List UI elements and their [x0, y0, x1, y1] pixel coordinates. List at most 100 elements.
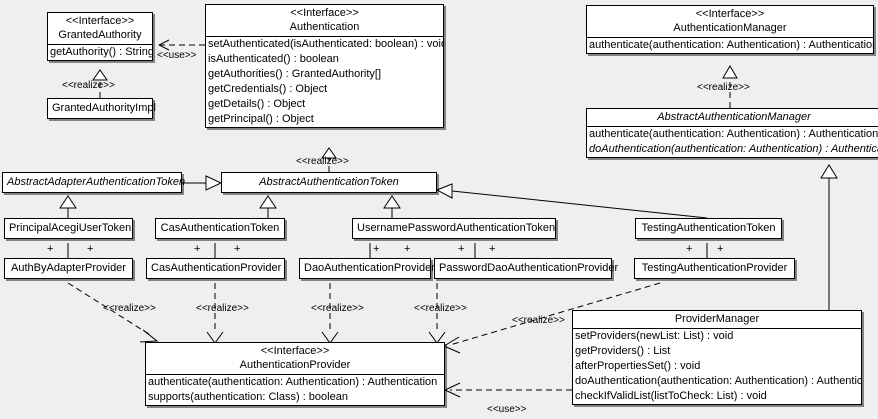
- class-abstract-adapter-authentication-token[interactable]: AbstractAdapterAuthenticationToken: [2, 172, 186, 193]
- class-granted-authority-impl[interactable]: GrantedAuthorityImpl: [47, 98, 156, 119]
- operation: getPrincipal() : Object: [208, 113, 314, 125]
- stereotype-label: <<Interface>>: [65, 15, 135, 27]
- association-multiplicity: +: [458, 243, 465, 255]
- operation: isAuthenticated() : boolean: [208, 53, 339, 65]
- class-header: AuthByAdapterProvider: [5, 259, 132, 278]
- class-header: TestingAuthenticationProvider: [635, 259, 794, 278]
- edge-generalization-casauthenticationtoken: [259, 195, 277, 218]
- association-multiplicity: +: [686, 243, 693, 255]
- class-header: <<Interface>> AuthenticationProvider: [146, 343, 444, 374]
- class-name: AbstractAuthenticationManager: [657, 111, 811, 123]
- class-header: <<Interface>> Authentication: [206, 5, 443, 36]
- operation: afterPropertiesSet() : void: [575, 360, 701, 372]
- edge-generalization-testingauthenticationtoken: [435, 183, 708, 219]
- stereotype-label: <<Interface>>: [695, 8, 765, 20]
- edge-label-realize-authbyadapterprovider: <<realize>>: [103, 303, 156, 314]
- class-dao-authentication-provider[interactable]: DaoAuthenticationProvider: [299, 258, 435, 279]
- class-name: AbstractAuthenticationToken: [259, 176, 399, 188]
- association-multiplicity: +: [47, 243, 54, 255]
- class-header: UsernamePasswordAuthenticationToken: [353, 219, 555, 238]
- operation: doAuthentication(authentication: Authent…: [575, 375, 861, 387]
- class-name: GrantedAuthorityImpl: [52, 102, 156, 114]
- operations-compartment: setAuthenticated(isAuthenticated: boolea…: [206, 37, 443, 127]
- class-header: CasAuthenticationToken: [156, 219, 284, 238]
- class-name: AuthByAdapterProvider: [11, 262, 126, 274]
- class-header: <<Interface>> GrantedAuthority: [48, 13, 152, 44]
- class-header: GrantedAuthorityImpl: [48, 99, 156, 118]
- class-principal-acegi-user-token[interactable]: PrincipalAcegiUserToken: [4, 218, 133, 239]
- class-header: CasAuthenticationProvider: [147, 259, 284, 278]
- class-header: PrincipalAcegiUserToken: [5, 219, 132, 238]
- class-testing-authentication-token[interactable]: TestingAuthenticationToken: [635, 218, 782, 239]
- class-header: AbstractAuthenticationToken: [222, 173, 436, 192]
- class-authentication[interactable]: <<Interface>> Authentication setAuthenti…: [205, 4, 444, 128]
- class-password-dao-authentication-provider[interactable]: PasswordDaoAuthenticationProvider: [434, 258, 618, 279]
- operation: getProviders() : List: [575, 345, 671, 357]
- compartment-divider: [146, 374, 444, 375]
- compartment-divider: [206, 36, 443, 37]
- class-abstract-authentication-token[interactable]: AbstractAuthenticationToken: [221, 172, 437, 193]
- class-header: DaoAuthenticationProvider: [300, 259, 435, 278]
- edge-generalization-providermanager: [820, 164, 838, 310]
- class-name: TestingAuthenticationToken: [641, 222, 776, 234]
- operation: getAuthorities() : GrantedAuthority[]: [208, 68, 382, 80]
- association-multiplicity: +: [717, 243, 724, 255]
- compartment-divider: [573, 328, 861, 329]
- class-header: TestingAuthenticationToken: [636, 219, 781, 238]
- class-granted-authority[interactable]: <<Interface>> GrantedAuthority getAuthor…: [47, 12, 153, 61]
- compartment-divider: [48, 44, 152, 45]
- compartment-divider: [587, 37, 873, 38]
- operation: authenticate(authentication: Authenticat…: [589, 128, 878, 140]
- operations-compartment: getAuthority() : String: [48, 45, 152, 60]
- operation: setAuthenticated(isAuthenticated: boolea…: [208, 38, 443, 50]
- class-header: ProviderManager: [573, 311, 861, 328]
- edge-label-realize-grantedauthorityimpl: <<realize>>: [62, 80, 115, 91]
- class-authentication-manager[interactable]: <<Interface>> AuthenticationManager auth…: [586, 5, 874, 54]
- class-header: <<Interface>> AuthenticationManager: [587, 6, 873, 37]
- association-multiplicity: +: [373, 243, 380, 255]
- class-username-password-authentication-token[interactable]: UsernamePasswordAuthenticationToken: [352, 218, 556, 239]
- operation: getCredentials() : Object: [208, 83, 328, 95]
- class-header: PasswordDaoAuthenticationProvider: [435, 259, 618, 278]
- class-name: GrantedAuthority: [58, 29, 142, 41]
- class-cas-authentication-provider[interactable]: CasAuthenticationProvider: [146, 258, 285, 279]
- class-provider-manager[interactable]: ProviderManager setProviders(newList: Li…: [572, 310, 862, 405]
- class-name: Authentication: [289, 21, 360, 33]
- operation: doAuthentication(authentication: Authent…: [589, 143, 878, 155]
- operations-compartment: setProviders(newList: List) : void getPr…: [573, 329, 861, 404]
- edge-label-realize-casauthenticationprovider: <<realize>>: [196, 303, 249, 314]
- class-name: PrincipalAcegiUserToken: [9, 222, 132, 234]
- operation: getAuthority() : String: [50, 46, 152, 58]
- class-name: AbstractAdapterAuthenticationToken: [7, 176, 186, 188]
- class-abstract-authentication-manager[interactable]: AbstractAuthenticationManager authentica…: [586, 108, 878, 158]
- operations-compartment: authenticate(authentication: Authenticat…: [146, 375, 444, 405]
- class-authentication-provider[interactable]: <<Interface>> AuthenticationProvider aut…: [145, 342, 445, 406]
- operations-compartment: authenticate(authentication: Authenticat…: [587, 38, 873, 53]
- edge-label-realize-passworddaoauthenticationprovider: <<realize>>: [414, 303, 467, 314]
- association-multiplicity: +: [194, 243, 201, 255]
- class-header: AbstractAuthenticationManager: [587, 109, 878, 126]
- association-multiplicity: +: [404, 243, 411, 255]
- stereotype-label: <<Interface>>: [290, 7, 359, 19]
- class-name: DaoAuthenticationProvider: [304, 262, 435, 274]
- edge-label-use-authentication-grantedauthority: <<use>>: [157, 50, 197, 61]
- association-multiplicity: +: [489, 243, 496, 255]
- class-name: ProviderManager: [674, 313, 760, 325]
- class-header: AbstractAdapterAuthenticationToken: [3, 173, 186, 192]
- edge-label-realize-abstractauthenticationmanager: <<realize>>: [697, 82, 750, 93]
- operation: setProviders(newList: List) : void: [575, 330, 734, 342]
- association-multiplicity: +: [87, 243, 94, 255]
- stereotype-label: <<Interface>>: [260, 345, 330, 357]
- class-name: CasAuthenticationProvider: [151, 262, 282, 274]
- class-name: AuthenticationManager: [673, 22, 787, 34]
- edge-generalization-usernamepasswordtoken: [383, 195, 401, 218]
- edge-generalization-abstractadaptertoken: [182, 175, 223, 191]
- class-auth-by-adapter-provider[interactable]: AuthByAdapterProvider: [4, 258, 133, 279]
- class-name: CasAuthenticationToken: [160, 222, 280, 234]
- class-cas-authentication-token[interactable]: CasAuthenticationToken: [155, 218, 285, 239]
- class-name: AuthenticationProvider: [239, 359, 351, 371]
- operation: getDetails() : Object: [208, 98, 306, 110]
- edge-label-realize-testingauthenticationprovider: <<realize>>: [512, 315, 565, 326]
- class-testing-authentication-provider[interactable]: TestingAuthenticationProvider: [634, 258, 795, 279]
